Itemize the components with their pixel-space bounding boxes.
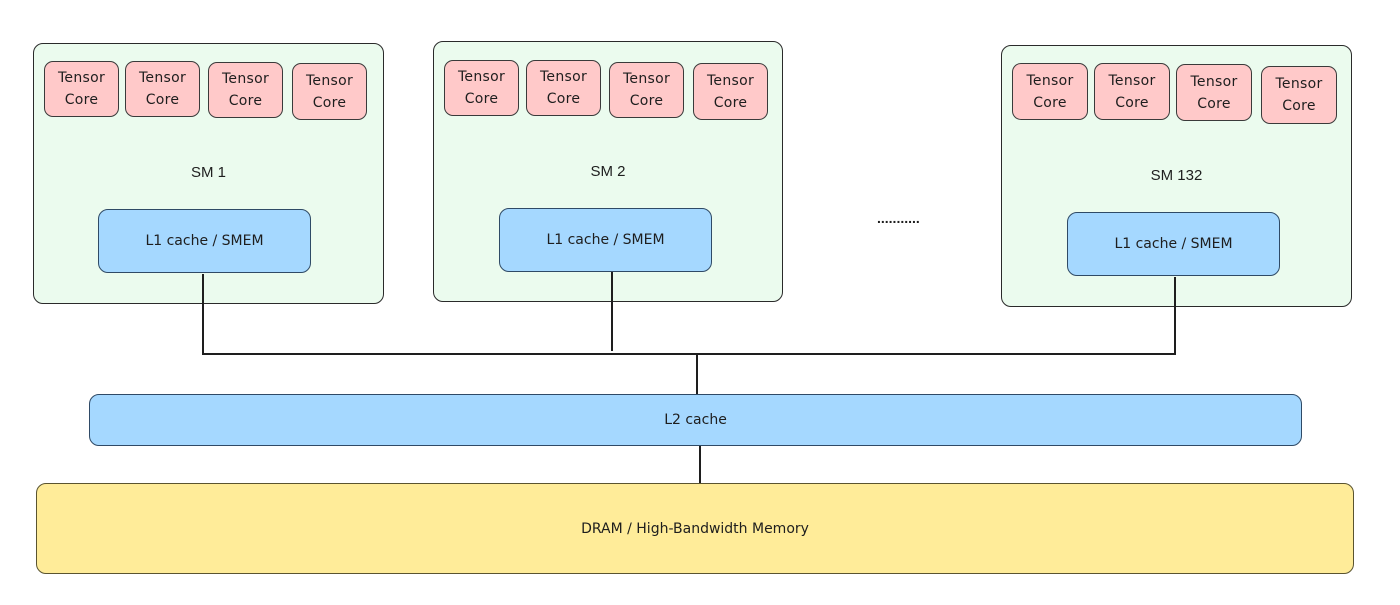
connector-sm2 — [611, 272, 613, 351]
connector-sm132 — [1174, 277, 1176, 355]
l1-cache-smem: L1 cache / SMEM — [1067, 212, 1280, 276]
tensor-core: Tensor Core — [208, 62, 283, 118]
sm-label: SM 2 — [590, 163, 626, 180]
tensor-core: Tensor Core — [1261, 66, 1337, 124]
tensor-core: Tensor Core — [1012, 63, 1088, 120]
tensor-core: Tensor Core — [609, 62, 684, 118]
tensor-core: Tensor Core — [125, 61, 200, 117]
tensor-core: Tensor Core — [1094, 63, 1170, 120]
l1-cache-smem: L1 cache / SMEM — [499, 208, 712, 272]
connector-bus-to-l2 — [696, 354, 698, 395]
sm-label: SM 132 — [1150, 167, 1203, 184]
connector-l2-to-dram — [699, 446, 701, 484]
tensor-core: Tensor Core — [44, 61, 119, 117]
dram-hbm: DRAM / High-Bandwidth Memory — [36, 483, 1354, 574]
tensor-core: Tensor Core — [444, 60, 519, 116]
sm-label: SM 1 — [190, 164, 226, 181]
tensor-core: Tensor Core — [526, 60, 601, 116]
connector-sm1 — [202, 274, 204, 355]
connector-bus — [202, 353, 1176, 355]
tensor-core: Tensor Core — [1176, 64, 1252, 121]
tensor-core: Tensor Core — [693, 63, 768, 120]
tensor-core: Tensor Core — [292, 63, 367, 120]
ellipsis: ........... — [877, 210, 920, 226]
l2-cache: L2 cache — [89, 394, 1302, 446]
l1-cache-smem: L1 cache / SMEM — [98, 209, 311, 273]
